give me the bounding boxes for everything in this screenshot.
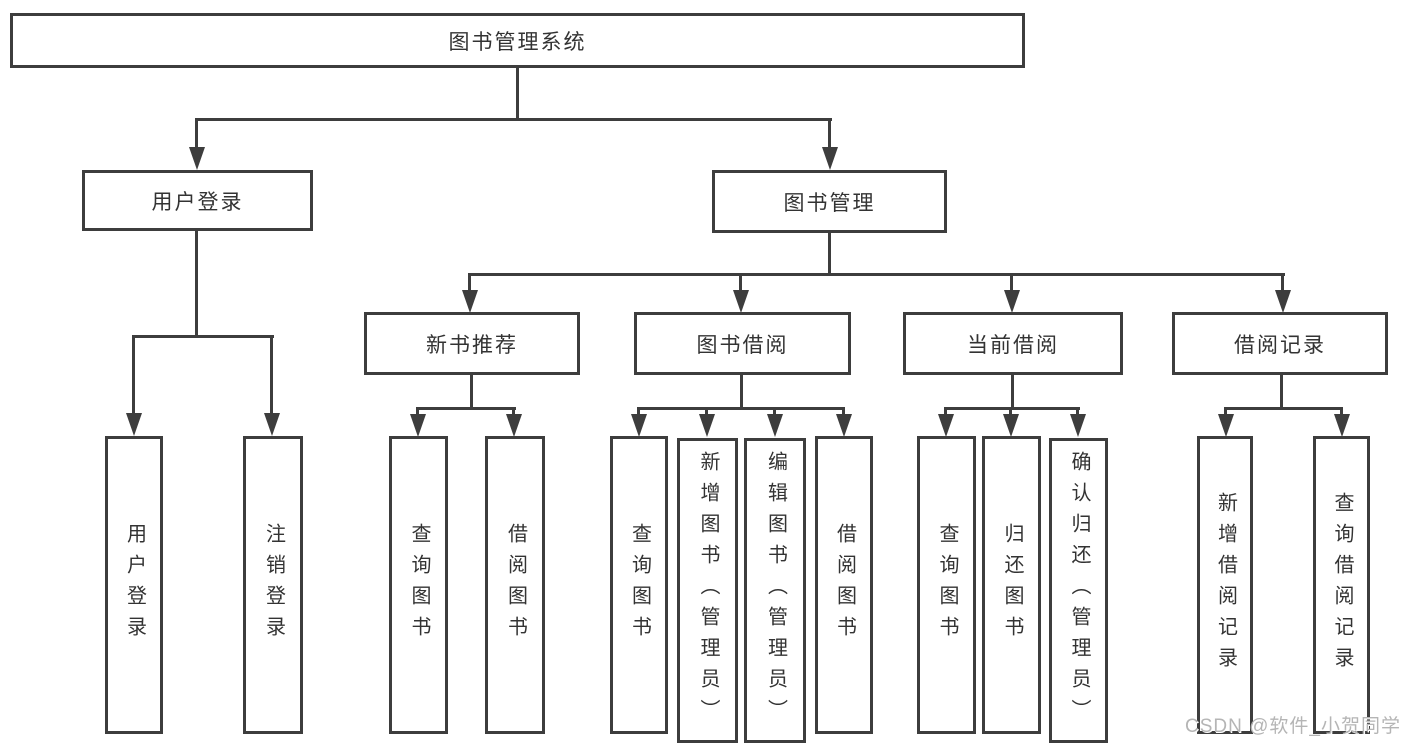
arrowhead-down-icon [1218, 414, 1234, 437]
connector-line [512, 407, 515, 415]
connector-line [740, 375, 743, 408]
connector-line [416, 407, 419, 415]
node-edit-book-admin-label: 编辑图书（管理员） [764, 451, 787, 730]
arrowhead-down-icon [1004, 290, 1020, 313]
csdn-watermark: CSDN @软件_小贺同学 [1185, 716, 1401, 737]
connector-line [196, 118, 832, 121]
node-add-book-admin-label: 新增图书（管理员） [697, 451, 719, 730]
connector-line [637, 407, 845, 410]
arrowhead-down-icon [938, 414, 954, 437]
node-book-management-label: 图书管理 [783, 191, 876, 215]
node-edit-book-admin: 编辑图书（管理员） [744, 438, 806, 743]
node-borrow-books-borrowing: 借阅图书 [815, 436, 873, 734]
connector-line [470, 375, 473, 408]
node-query-books-current: 查询图书 [917, 436, 976, 734]
connector-line [1224, 407, 1343, 410]
arrowhead-down-icon [1070, 414, 1086, 437]
arrowhead-down-icon [733, 290, 749, 313]
node-borrow-books-recommend-label: 借阅图书 [504, 523, 527, 647]
arrowhead-down-icon [836, 414, 852, 437]
node-query-borrow-record: 查询借阅记录 [1313, 436, 1370, 734]
node-query-books-borrowing: 查询图书 [610, 436, 668, 734]
connector-line [1224, 407, 1227, 415]
connector-line [637, 407, 640, 415]
node-book-borrowing-label: 图书借阅 [696, 333, 789, 357]
node-book-borrowing: 图书借阅 [634, 312, 851, 375]
connector-line [195, 231, 198, 335]
node-query-books-recommend-label: 查询图书 [408, 523, 430, 647]
arrowhead-down-icon [189, 147, 205, 170]
arrowhead-down-icon [264, 413, 280, 436]
node-user-login: 用户登录 [82, 170, 313, 231]
node-borrow-books-recommend: 借阅图书 [485, 436, 545, 734]
arrowhead-down-icon [126, 413, 142, 436]
connector-line [270, 335, 273, 413]
connector-line [1010, 273, 1013, 292]
node-add-borrow-record-label: 新增借阅记录 [1214, 492, 1237, 678]
connector-line [516, 68, 519, 118]
node-confirm-return-admin: 确认归还（管理员） [1049, 438, 1108, 743]
node-return-book: 归还图书 [982, 436, 1041, 734]
connector-line [1076, 407, 1079, 415]
node-borrow-books-borrowing-label: 借阅图书 [833, 523, 856, 647]
node-return-book-label: 归还图书 [1001, 523, 1023, 647]
node-new-book-recommend-label: 新书推荐 [426, 333, 518, 357]
connector-line [468, 273, 1285, 276]
connector-line [773, 407, 776, 415]
connector-line [705, 407, 708, 415]
node-user-login-leaf-label: 用户登录 [123, 523, 146, 647]
arrowhead-down-icon [767, 414, 783, 437]
arrowhead-down-icon [822, 147, 838, 170]
connector-line [828, 118, 831, 150]
node-current-borrowing: 当前借阅 [903, 312, 1123, 375]
arrowhead-down-icon [1334, 414, 1350, 437]
node-confirm-return-admin-label: 确认归还（管理员） [1068, 451, 1090, 730]
connector-line [468, 273, 471, 292]
arrowhead-down-icon [1275, 290, 1291, 313]
arrowhead-down-icon [462, 290, 478, 313]
node-logout-label: 注销登录 [262, 523, 285, 647]
arrowhead-down-icon [410, 414, 426, 437]
connector-line [944, 407, 1080, 410]
node-add-borrow-record: 新增借阅记录 [1197, 436, 1253, 734]
connector-line [828, 233, 831, 273]
arrowhead-down-icon [699, 414, 715, 437]
node-current-borrowing-label: 当前借阅 [967, 333, 1059, 357]
connector-line [944, 407, 947, 415]
node-new-book-recommend: 新书推荐 [364, 312, 580, 375]
connector-line [132, 335, 135, 413]
node-root: 图书管理系统 [10, 13, 1025, 68]
node-query-books-borrowing-label: 查询图书 [628, 523, 651, 647]
node-borrowing-records: 借阅记录 [1172, 312, 1388, 375]
node-query-books-current-label: 查询图书 [936, 523, 958, 647]
node-user-login-label: 用户登录 [151, 190, 244, 214]
connector-line [416, 407, 516, 410]
connector-line [1281, 273, 1284, 292]
node-add-book-admin: 新增图书（管理员） [677, 438, 738, 743]
connector-line [1009, 407, 1012, 415]
arrowhead-down-icon [631, 414, 647, 437]
connector-line [842, 407, 845, 415]
connector-line [1340, 407, 1343, 415]
node-query-borrow-record-label: 查询借阅记录 [1331, 492, 1353, 678]
arrowhead-down-icon [1003, 414, 1019, 437]
node-book-management: 图书管理 [712, 170, 947, 233]
node-query-books-recommend: 查询图书 [389, 436, 448, 734]
connector-line [1280, 375, 1283, 408]
node-root-label: 图书管理系统 [448, 30, 587, 54]
node-logout: 注销登录 [243, 436, 303, 734]
connector-line [195, 118, 198, 150]
connector-line [133, 335, 274, 338]
connector-line [1011, 375, 1014, 408]
node-user-login-leaf: 用户登录 [105, 436, 163, 734]
arrowhead-down-icon [506, 414, 522, 437]
connector-line [739, 273, 742, 292]
node-borrowing-records-label: 借阅记录 [1234, 333, 1326, 357]
